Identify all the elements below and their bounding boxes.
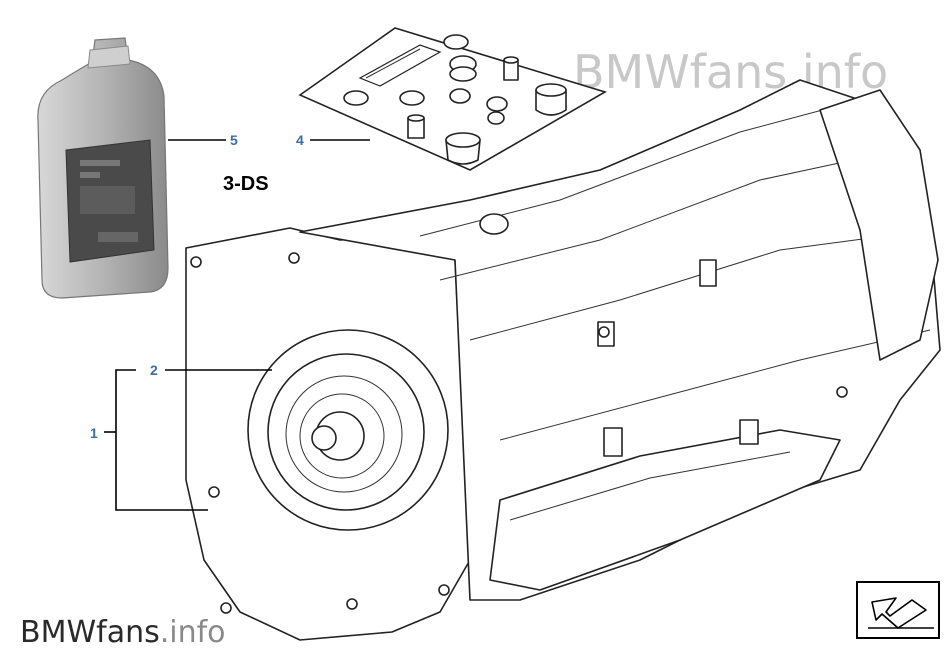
callout-5: 5 (230, 132, 238, 148)
leader-1-bracket (115, 369, 208, 511)
transmission-icon (185, 79, 941, 641)
watermark-bottom: BMWfans.info (20, 615, 226, 650)
callout-4: 4 (296, 132, 304, 148)
watermark-bottom-suffix: .info (160, 615, 226, 650)
callout-2: 2 (150, 362, 158, 378)
leader-lines (104, 139, 370, 511)
kit-label: 3-DS (223, 173, 269, 195)
watermark-bottom-brand: BMWfans (20, 615, 160, 650)
watermark-top: BMWfans.info (573, 45, 888, 99)
navigation-arrow-icon[interactable] (856, 581, 940, 639)
watermark-top-brand: BMWfans (573, 45, 787, 99)
seal-kit-icon (298, 27, 607, 171)
oil-bottle-icon (37, 37, 169, 299)
callout-1: 1 (90, 425, 98, 441)
